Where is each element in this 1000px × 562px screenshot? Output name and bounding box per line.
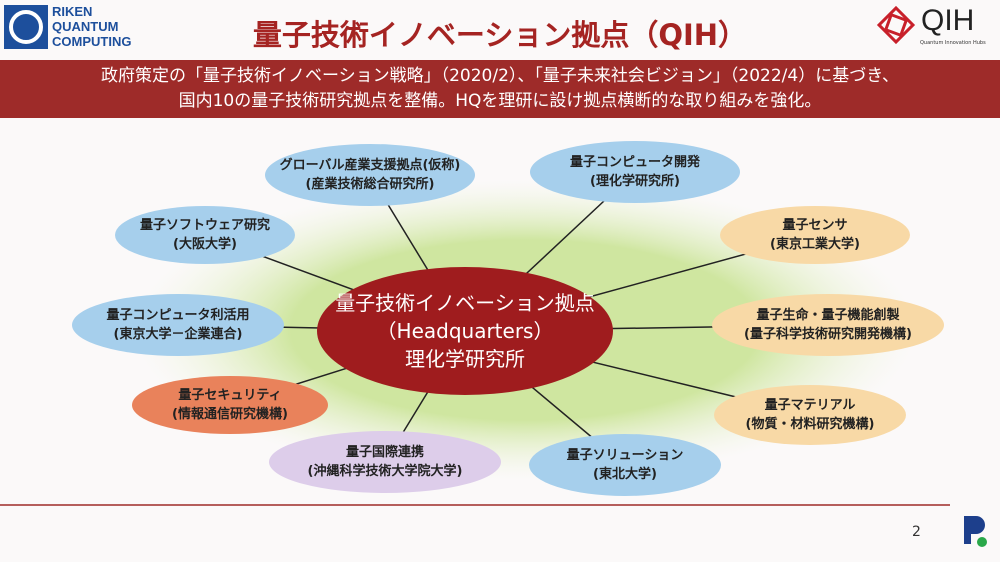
hub-node: 量子生命・量子機能創製 (量子科学技術研究開発機構)	[712, 294, 944, 356]
hub-node: グローバル産業支援拠点(仮称) (産業技術総合研究所)	[265, 144, 475, 206]
hub-node: 量子コンピュータ開発 (理化学研究所)	[530, 141, 740, 203]
hub-name: 量子ソリューション	[566, 448, 684, 463]
hub-name: 量子コンピュータ開発	[569, 155, 700, 170]
hub-node: 量子ソフトウェア研究 (大阪大学)	[115, 206, 295, 264]
qih-logo-subtitle: Quantum Innovation Hubs	[920, 40, 986, 46]
hub-name: 量子セキュリティ	[178, 388, 282, 403]
rqc-logo-icon	[4, 4, 48, 49]
hq-subtitle: （Headquarters）	[376, 319, 554, 343]
hq-org: 理化学研究所	[405, 347, 525, 371]
hub-org: (情報通信研究機構)	[172, 407, 288, 422]
hq-title: 量子技術イノベーション拠点	[335, 291, 595, 315]
hub-name: 量子コンピュータ利活用	[106, 308, 250, 323]
hub-name: 量子生命・量子機能創製	[756, 308, 900, 323]
hub-name: 量子国際連携	[345, 445, 424, 460]
logo-line: RIKEN	[52, 4, 93, 19]
hub-org: (沖縄科学技術大学院大学)	[307, 464, 463, 479]
riken-logo-icon	[964, 516, 987, 547]
hub-node: 量子コンピュータ利活用 (東京大学－企業連合)	[72, 294, 284, 356]
qih-logo-text: QIH	[921, 4, 975, 37]
riken-logo	[960, 512, 990, 556]
hub-name: 量子センサ	[782, 218, 848, 233]
hub-org: (東北大学)	[593, 467, 657, 482]
qih-logo-icon	[876, 5, 916, 45]
qih-logo: QIH Quantum Innovation Hubs	[875, 4, 986, 46]
hub-name: 量子マテリアル	[764, 398, 856, 413]
hub-org: (理化学研究所)	[590, 174, 680, 189]
page-title: 量子技術イノベーション拠点（QIH）	[252, 18, 748, 52]
logo-line: COMPUTING	[52, 34, 132, 49]
summary-banner: 政府策定の「量子技術イノベーション戦略」（2020/2）、「量子未来社会ビジョン…	[0, 60, 1000, 118]
hub-node: 量子ソリューション (東北大学)	[529, 434, 721, 496]
banner-line: 政府策定の「量子技術イノベーション戦略」（2020/2）、「量子未来社会ビジョン…	[100, 66, 900, 86]
headquarters-node: 量子技術イノベーション拠点 （Headquarters） 理化学研究所	[317, 267, 613, 395]
hub-org: (東京大学－企業連合)	[113, 327, 243, 342]
hub-org: (大阪大学)	[173, 237, 237, 252]
hub-node: 量子センサ (東京工業大学)	[720, 206, 910, 264]
hub-name: 量子ソフトウェア研究	[139, 218, 270, 233]
hub-name: グローバル産業支援拠点(仮称)	[279, 158, 461, 173]
hub-node: 量子国際連携 (沖縄科学技術大学院大学)	[269, 431, 501, 493]
logo-line: QUANTUM	[52, 19, 119, 34]
page-number: 2	[912, 524, 921, 540]
banner-line: 国内10の量子技術研究拠点を整備。HQを理研に設け拠点横断的な取り組みを強化。	[178, 91, 822, 111]
hub-org: (物質・材料研究機構)	[745, 417, 875, 432]
hub-node: 量子マテリアル (物質・材料研究機構)	[714, 385, 906, 445]
hub-org: (量子科学技術研究開発機構)	[744, 327, 912, 342]
hub-org: (産業技術総合研究所)	[305, 177, 435, 192]
hub-node: 量子セキュリティ (情報通信研究機構)	[132, 376, 328, 434]
hub-org: (東京工業大学)	[770, 237, 860, 252]
